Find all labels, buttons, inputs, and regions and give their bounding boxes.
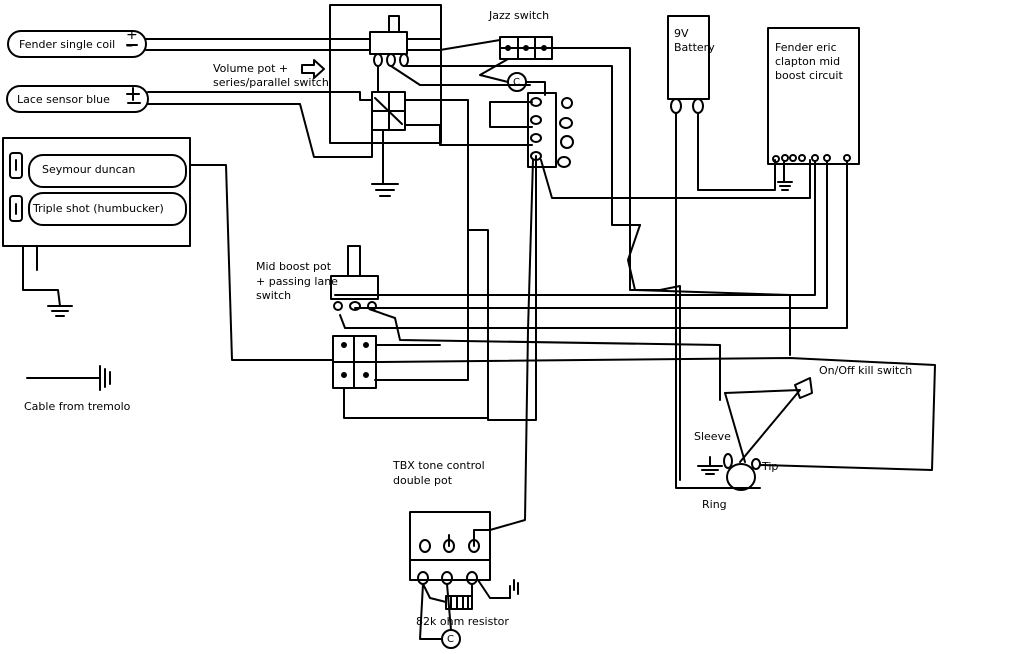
seymour-duncan-label: Seymour duncan (42, 163, 136, 176)
pickup-wires (22, 38, 373, 361)
tremolo-cable (26, 365, 111, 391)
tbx-label-2: double pot (393, 474, 453, 487)
mid-boost-label-3: switch (256, 289, 292, 302)
blend-wires (374, 99, 811, 531)
jazz-switch-label: Jazz switch (489, 9, 550, 22)
fender-single-coil-label: Fender single coil (19, 38, 116, 51)
volume-pot-label-1: Volume pot + (213, 62, 289, 75)
tremolo-cable-label: Cable from tremolo (24, 400, 131, 413)
output-jack (697, 453, 761, 491)
lace-sensor-blue-label: Lace sensor blue (17, 93, 110, 106)
lace-sensor-blue-pickup (6, 85, 149, 113)
battery-label-1: 9V (674, 27, 689, 40)
battery-label-2: Battery (674, 41, 715, 54)
ring-label: Ring (702, 498, 727, 511)
mid-boost-pot (330, 245, 379, 389)
kill-switch-label: On/Off kill switch (819, 364, 913, 377)
triple-shot-label: Triple shot (humbucker) (33, 202, 164, 215)
jazz-switch-wires (479, 47, 681, 481)
fender-single-coil-pickup (7, 30, 147, 58)
humbucker-pickup (2, 137, 191, 247)
circuit-label-2: clapton mid (775, 55, 841, 68)
mid-boost-label-1: Mid boost pot (256, 260, 332, 273)
fender-single-coil-plus: + (126, 27, 138, 43)
tbx-capacitor-symbol: C (447, 634, 454, 645)
blend-pot (527, 92, 574, 168)
ground-symbol-volume (371, 129, 399, 197)
sleeve-label: Sleeve (694, 430, 731, 443)
mid-boost-label-2: + passing lane (256, 275, 338, 288)
mid-boost-wires (343, 309, 936, 471)
ground-symbol-tbx (477, 579, 519, 599)
volume-pot (329, 4, 442, 144)
arrow-icon (301, 59, 325, 79)
circuit-wires (334, 160, 848, 329)
tbx-tone-pot (409, 511, 491, 585)
kill-switch (627, 224, 813, 463)
resistor-82k (422, 583, 473, 610)
volume-pot-label-2: series/parallel switch (213, 76, 329, 89)
fender-single-coil-minus: – (126, 38, 133, 54)
capacitor (419, 583, 461, 649)
mid-boost-circuit (767, 27, 860, 191)
jazz-capacitor-symbol: C (513, 77, 520, 88)
tip-label: Tip (762, 460, 779, 473)
tbx-label-1: TBX tone control (393, 459, 485, 472)
circuit-label-3: boost circuit (775, 69, 843, 82)
resistor-label: 82k ohm resistor (416, 615, 509, 628)
volume-wires (377, 38, 641, 226)
circuit-label-1: Fender eric (775, 41, 837, 54)
ground-symbol-humbucker (47, 305, 73, 317)
